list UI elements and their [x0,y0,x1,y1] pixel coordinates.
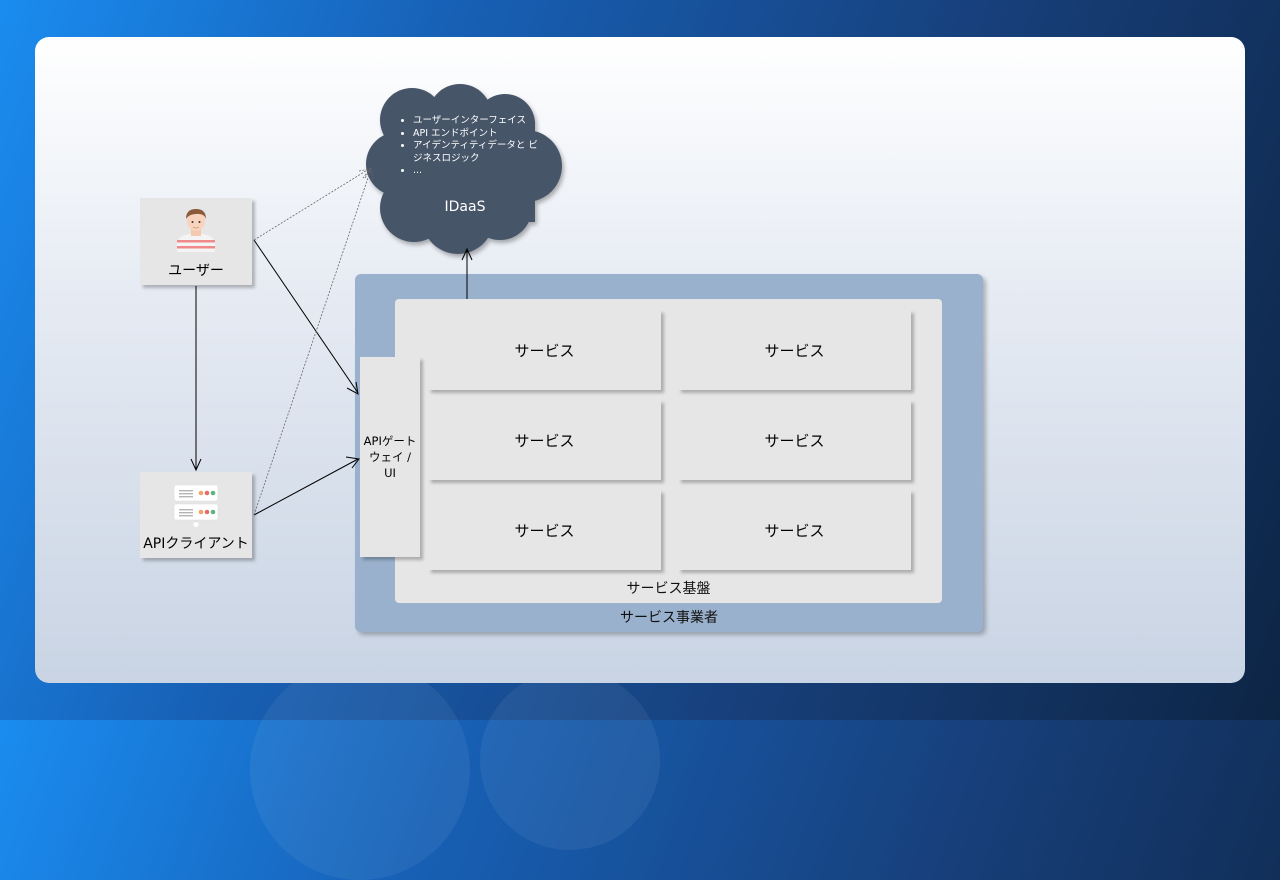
service-box: サービス [428,310,661,390]
service-box: サービス [428,490,661,570]
service-provider-label: サービス事業者 [620,610,718,626]
user-avatar-icon [177,209,215,252]
service-box: サービス [678,400,911,480]
idaas-feature-item: アイデンティティデータと ビジネスロジック [413,140,545,165]
service-box: サービス [428,400,661,480]
server-icon [173,484,219,527]
idaas-feature-item: API エンドポイント [413,128,549,141]
idaas-title: IDaaS [444,199,486,215]
arrow-client-to-idaas [253,168,372,516]
diagram-panel: サービス事業者 サービス基盤 サービス サービス サービス サービス サービス … [35,37,1245,683]
user-label: ユーザー [168,263,224,279]
arrow-user-to-idaas [253,168,370,241]
idaas-cloud-shape [366,84,562,254]
connector-lines [190,166,473,516]
idaas-feature-item: ユーザーインターフェイス [413,115,549,128]
service-box: サービス [678,310,911,390]
api-gateway-box: APIゲートウェイ / UI [360,357,420,557]
service-box: サービス [678,490,911,570]
api-gateway-label: APIゲートウェイ / UI [363,434,417,480]
api-client-node: APIクライアント [140,472,252,558]
service-platform-label: サービス基盤 [626,581,711,597]
arrow-user-to-gateway [253,239,359,394]
user-node: ユーザー [140,198,252,285]
api-client-label: APIクライアント [143,536,249,552]
idaas-feature-list: ユーザーインターフェイス API エンドポイント アイデンティティデータと ビジ… [399,115,549,178]
idaas-feature-item: ... [413,165,549,178]
arrow-client-to-gateway [253,458,359,516]
